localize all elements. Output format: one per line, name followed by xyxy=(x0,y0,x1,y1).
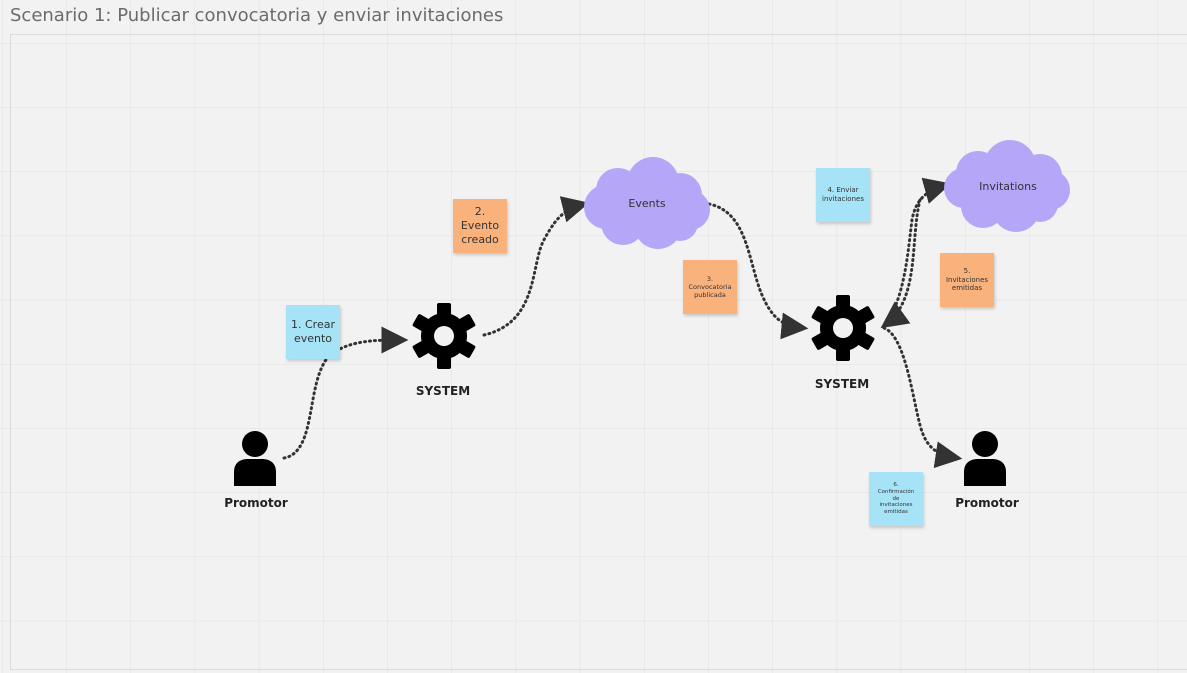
sticky-note-step-3[interactable]: 3. Convocatoria publicada xyxy=(683,260,737,314)
sticky-note-step-1[interactable]: 1. Crear evento xyxy=(286,305,340,359)
system-label-left[interactable]: SYSTEM xyxy=(415,384,471,398)
invitations-cloud-label: Invitations xyxy=(979,180,1037,193)
user-icon[interactable] xyxy=(232,430,278,488)
events-cloud[interactable]: Events xyxy=(578,155,718,255)
frame-title[interactable]: Scenario 1: Publicar convocatoria y envi… xyxy=(10,5,504,26)
user-icon[interactable] xyxy=(962,430,1008,488)
connector-invitations-to-system xyxy=(880,198,922,329)
events-cloud-label: Events xyxy=(628,197,666,210)
frame-border xyxy=(10,34,1187,670)
promotor-label-right[interactable]: Promotor xyxy=(955,496,1019,510)
gear-icon[interactable] xyxy=(409,301,479,371)
sticky-note-step-4[interactable]: 4. Enviar invitaciones xyxy=(816,168,870,222)
invitations-cloud[interactable]: Invitations xyxy=(938,138,1078,238)
sticky-note-step-6[interactable]: 6. Confirmación de invitaciones emitidas xyxy=(869,472,923,526)
connector-events-to-system xyxy=(707,202,809,340)
sticky-note-step-5[interactable]: 5. Invitaciones emitidas xyxy=(940,253,994,307)
connector-promotor-to-system xyxy=(282,326,409,460)
connector-system-to-invitations xyxy=(882,177,952,328)
promotor-label-left[interactable]: Promotor xyxy=(224,496,288,510)
gear-icon[interactable] xyxy=(808,293,878,363)
connector-system-to-promotor xyxy=(882,326,963,469)
system-label-right[interactable]: SYSTEM xyxy=(814,377,870,391)
sticky-note-step-2[interactable]: 2. Evento creado xyxy=(453,199,507,253)
connector-system-to-events xyxy=(482,196,590,337)
